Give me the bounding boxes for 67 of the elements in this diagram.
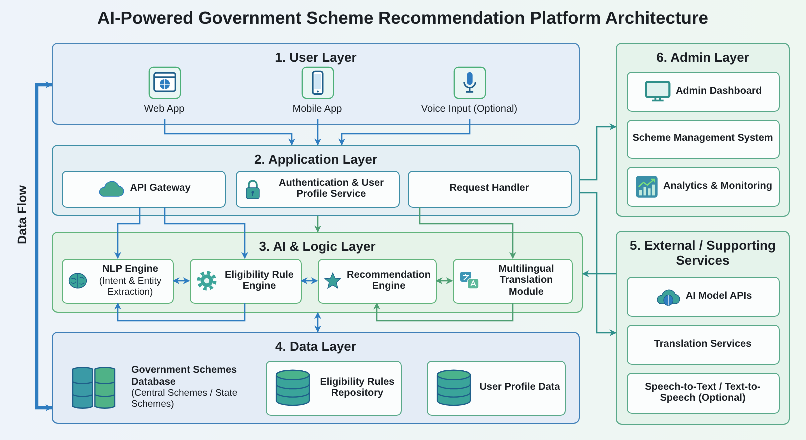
arrow bbox=[314, 312, 322, 333]
component-card bbox=[626, 120, 780, 158]
component-label: Analytics & Monitoring bbox=[664, 180, 772, 192]
component-card bbox=[626, 276, 780, 316]
component-card bbox=[626, 324, 780, 364]
layer-title: 2. Application Layer bbox=[253, 152, 379, 167]
layer-title: 6. Admin Layer bbox=[656, 50, 750, 65]
layer-panel bbox=[616, 43, 790, 217]
component-label: Voice Input (Optional) bbox=[421, 104, 518, 115]
layer-title: 3. AI & Logic Layer bbox=[258, 239, 377, 254]
arrow bbox=[164, 208, 248, 260]
component-label: Scheme Management System bbox=[632, 133, 774, 145]
component-label: NLP Engine bbox=[102, 264, 158, 276]
component-card bbox=[62, 258, 174, 304]
arrow bbox=[436, 278, 454, 284]
component-card bbox=[626, 166, 780, 206]
component-label: Multilingual Translation Module bbox=[498, 264, 556, 298]
component-label: Eligibility Rule Engine bbox=[224, 270, 295, 292]
arrow bbox=[114, 208, 141, 260]
component-card bbox=[190, 258, 302, 304]
component-description: (Central Schemes / State Schemes) bbox=[132, 388, 239, 410]
component-card bbox=[626, 72, 780, 112]
arrow bbox=[314, 120, 322, 146]
component-label: Government Schemes Database bbox=[132, 365, 238, 388]
component-card bbox=[426, 360, 566, 416]
arrow bbox=[314, 216, 322, 233]
arrow bbox=[114, 302, 246, 322]
layer-title: 4. Data Layer bbox=[274, 339, 358, 354]
arrow bbox=[164, 120, 296, 146]
component-card bbox=[626, 372, 780, 414]
component-label: Recommendation Engine bbox=[346, 270, 432, 292]
component-label: Web App bbox=[144, 104, 185, 115]
arrow bbox=[419, 208, 516, 260]
layer-panel bbox=[616, 231, 790, 425]
arrow bbox=[582, 270, 616, 278]
component-label: API Gateway bbox=[130, 183, 191, 195]
component-description: (Intent & Entity Extraction) bbox=[98, 276, 163, 298]
arrow bbox=[35, 82, 53, 412]
edge-label: Data Flow bbox=[15, 185, 30, 245]
arrow bbox=[300, 278, 318, 284]
layer-panel bbox=[52, 43, 580, 125]
component-card bbox=[452, 258, 572, 304]
layer-panel bbox=[52, 232, 583, 313]
component-card bbox=[236, 170, 400, 208]
component-card bbox=[62, 170, 226, 208]
arrow bbox=[580, 192, 617, 336]
arrow bbox=[338, 120, 471, 146]
component-label: Admin Dashboard bbox=[676, 86, 762, 98]
component-card bbox=[266, 360, 402, 416]
component-label: Authentication & User Profile Service bbox=[278, 178, 385, 200]
component-label: Eligibility Rules Repository bbox=[319, 376, 396, 400]
diagram-title: AI-Powered Government Scheme Recommendation Platform Architecture bbox=[96, 8, 710, 29]
component-label: Mobile App bbox=[292, 104, 342, 115]
layer-title: 1. User Layer bbox=[274, 50, 358, 65]
arrow bbox=[580, 124, 617, 181]
arrow bbox=[172, 278, 190, 284]
layer-panel bbox=[52, 145, 580, 216]
arrow bbox=[374, 302, 514, 322]
component-label: User Profile Data bbox=[480, 382, 560, 394]
layer-panel bbox=[52, 332, 580, 424]
component-label: Request Handler bbox=[450, 183, 530, 195]
layer-title: 5. External / Supporting Services bbox=[629, 238, 777, 268]
component-card bbox=[408, 170, 572, 208]
component-card bbox=[318, 258, 436, 304]
component-label: Translation Services bbox=[654, 338, 752, 350]
component-label: Speech-to-Text / Text-to-Speech (Optional) bbox=[644, 382, 762, 404]
component-label: AI Model APIs bbox=[686, 290, 752, 302]
